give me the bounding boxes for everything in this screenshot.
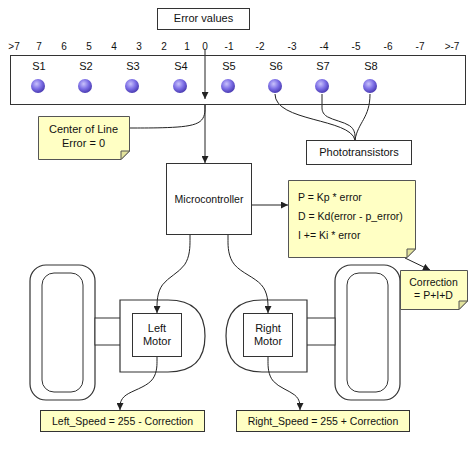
sensor-label: S1 [32,60,45,73]
error-value: 5 [86,41,92,52]
label-holder: 4 [111,36,117,54]
left-wheel [30,265,95,400]
right-wheel [335,265,400,400]
connector [130,105,205,128]
speed-formula-box: Left_Speed = 255 - Correction [40,410,205,432]
connector [205,105,206,163]
label-holder: -5 [352,36,361,54]
sensor-strip: S1 S2 S3 S4 S5 S6 S7 S8 [10,55,466,105]
right-motor-housing [226,300,307,372]
node-text: Correction = P+I+D [405,276,462,301]
callout-note: Center of Line Error = 0 [38,116,130,160]
node-text: Right_Speed = 255 + Correction [248,415,399,428]
node-text: Left_Speed = 255 - Correction [52,415,193,428]
error-value: -5 [352,41,361,52]
sensor-label: S5 [222,60,235,73]
motor-box: Left Motor [132,313,182,357]
node-text: D = Kd(error - p_error) [298,210,403,223]
sensor-label: S2 [79,60,92,73]
node-text: Right Motor [249,322,287,348]
label-holder: 7 [36,36,42,54]
label-holder: -2 [256,36,265,54]
error-value: -7 [416,41,425,52]
error-value: >7 [8,41,19,52]
title-box: Error values [157,8,250,30]
error-value: 3 [136,41,142,52]
label-holder: -4 [320,36,329,54]
sensor-dots [31,79,377,93]
label-holder: -6 [384,36,393,54]
motor-box: Right Motor [243,313,293,357]
sensor-lead [275,94,355,140]
connector [252,205,288,206]
node-text: Phototransistors [319,146,398,159]
error-value: 2 [161,41,167,52]
error-value: 0 [202,41,208,52]
speed-formula-box: Right_Speed = 255 + Correction [236,410,410,432]
error-value: 6 [61,41,67,52]
callout-note: Correction = P+I+D [400,270,468,310]
label-holder: >-7 [445,36,460,54]
sensor-label: S4 [174,60,187,73]
error-value: 4 [111,41,117,52]
node-text: Center of Line Error = 0 [43,123,124,149]
sensor-label: S6 [269,60,282,73]
sensor-label: S3 [126,60,139,73]
node-text: Error values [174,12,233,25]
error-value: -6 [384,41,393,52]
left-axle [95,318,122,345]
error-value: -3 [288,41,297,52]
label-holder: 0 [202,36,208,54]
node-text: Microcontroller [175,193,244,206]
left-motor-housing [120,300,205,372]
node-text: Left Motor [138,322,176,348]
label-holder: 6 [61,36,67,54]
label-holder: 2 [161,36,167,54]
node-text: P = Kp * error [298,191,362,204]
label-holder: -7 [416,36,425,54]
sensor-label: S8 [364,60,377,73]
process-box: Phototransistors [306,140,412,165]
label-holder: 3 [136,36,142,54]
label-holder: 5 [86,36,92,54]
controller-box: Microcontroller [166,163,252,235]
formula-note: P = Kp * error D = Kd(error - p_error) I +… [288,180,416,258]
connector [268,357,300,410]
connector [157,235,190,313]
error-value: -4 [320,41,329,52]
connector [120,357,157,410]
error-value: -2 [256,41,265,52]
error-value: 1 [184,41,190,52]
right-axle [305,318,335,345]
sensor-lead [322,94,323,105]
sensor-label: S7 [316,60,329,73]
error-value: >-7 [445,41,460,52]
label-holder: 1 [184,36,190,54]
connector [405,258,430,270]
error-value: 7 [36,41,42,52]
label-holder: >7 [8,36,19,54]
label-holder: -3 [288,36,297,54]
connector [322,105,355,140]
error-value: -1 [225,41,234,52]
connector [228,235,268,313]
center-marker-line [205,50,206,99]
label-holder: -1 [225,36,234,54]
node-text: I += Ki * error [298,229,360,242]
sensor-lead [355,94,370,140]
